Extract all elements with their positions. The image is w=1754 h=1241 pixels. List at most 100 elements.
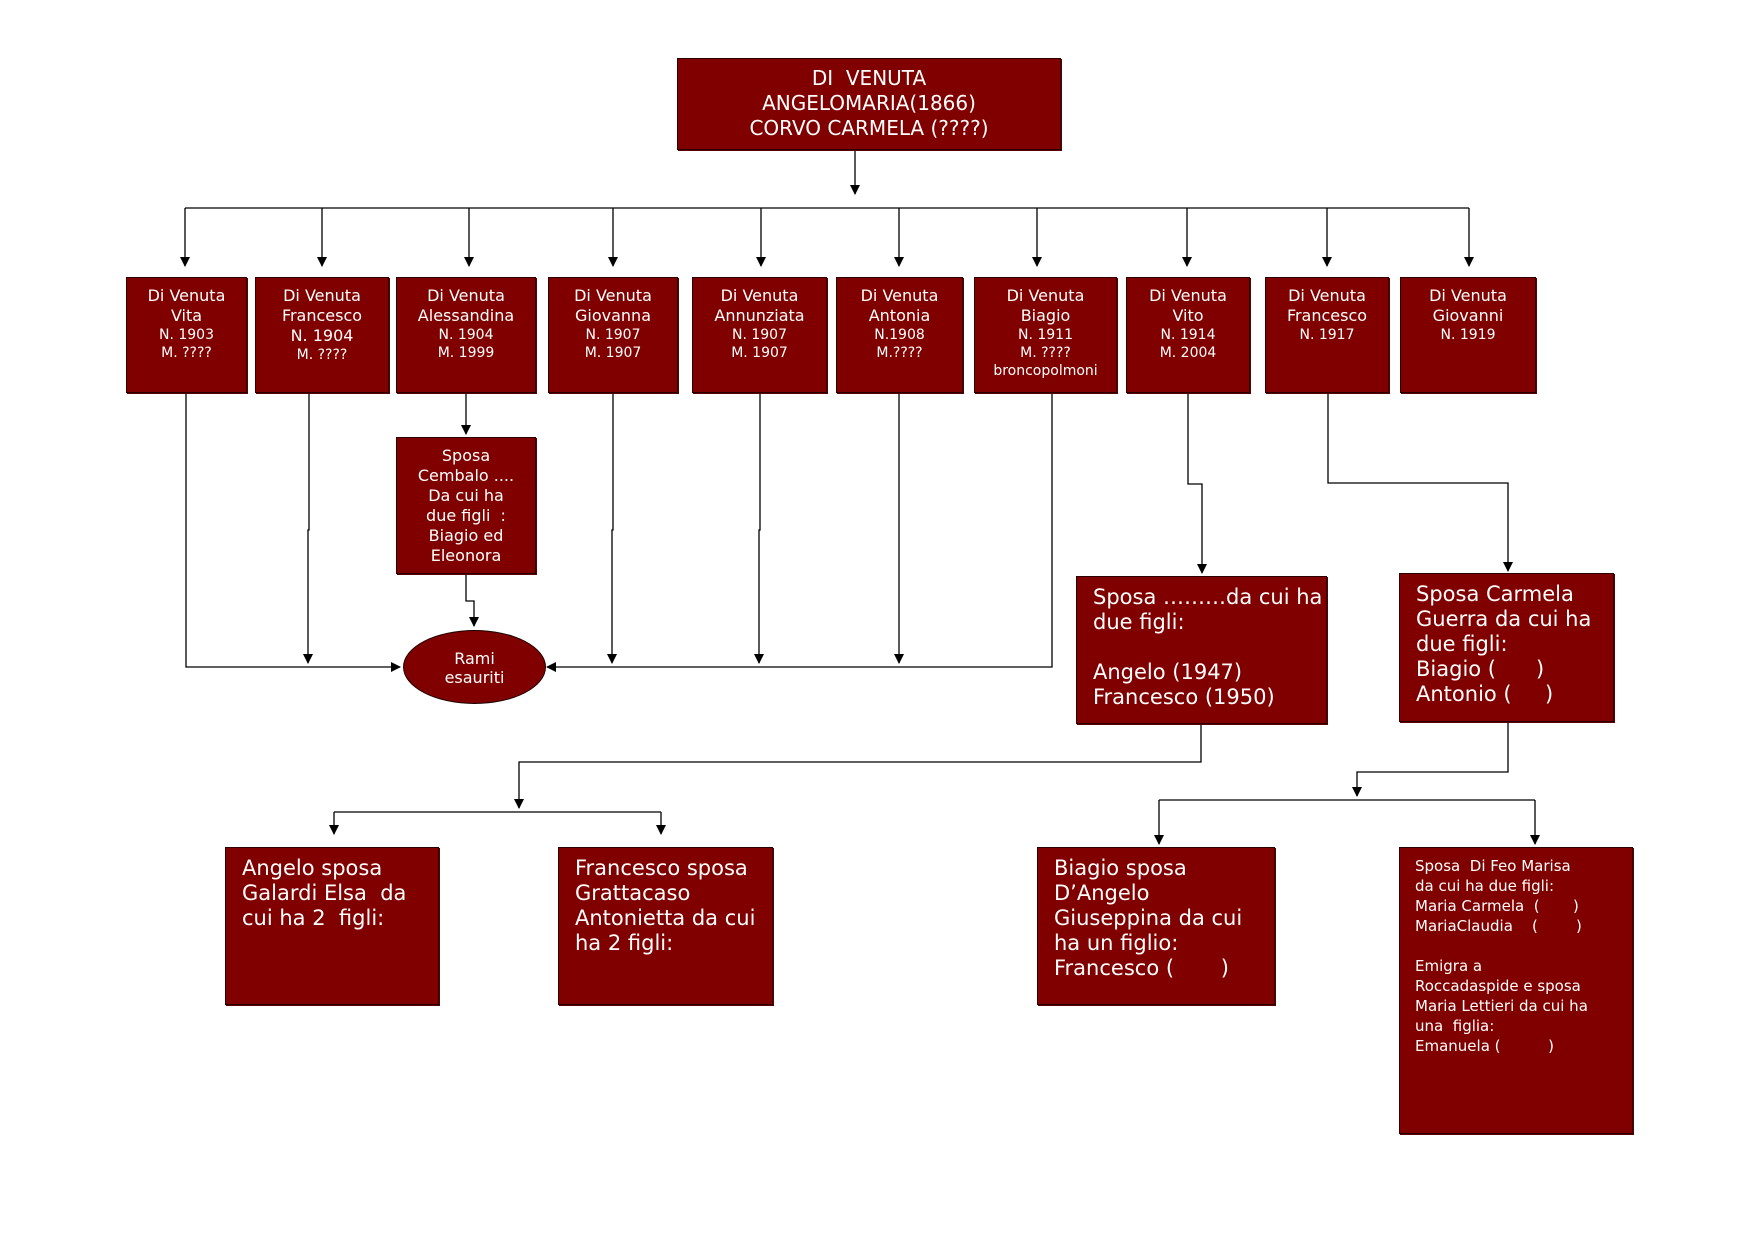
child-box-francesco-1904: Di Venuta Francesco N. 1904 M. ????: [255, 277, 389, 393]
grandchild-box-francesco: Francesco sposa Grattacaso Antonietta da…: [558, 847, 773, 1005]
alessandina-spouse-box: Sposa Cembalo .... Da cui ha due figli :…: [396, 437, 536, 574]
child-line: Vito: [1172, 306, 1204, 325]
vito-to-spouse: [1187, 393, 1207, 574]
child-line: N. 1907: [731, 327, 787, 343]
francesco-spouse-line: due figli:: [1416, 632, 1508, 656]
grandchild-line: ha un figlio:: [1054, 931, 1179, 955]
child-line: Di Venuta: [1149, 286, 1227, 305]
root-line-2: ANGELOMARIA(1866): [762, 91, 976, 115]
child-line: Giovanni: [1432, 306, 1504, 325]
spouse-line: Sposa: [441, 446, 491, 465]
child-box-francesco-1917: Di Venuta Francesco N. 1917: [1265, 277, 1389, 393]
child-line: Antonia: [868, 306, 931, 325]
francesco-spouse-box: Sposa Carmela Guerra da cui ha due figli…: [1399, 573, 1614, 722]
giovanna-down: [607, 393, 617, 664]
grandchild-line: Maria Lettieri da cui ha: [1415, 997, 1588, 1015]
vito-spouse-line: due figli:: [1093, 610, 1185, 634]
child-line: N. 1904: [438, 327, 494, 343]
child-line: M. ????: [296, 347, 348, 363]
child-line: broncopolmoni: [993, 363, 1098, 379]
grandchild-line: da cui ha due figli:: [1415, 877, 1555, 895]
vito-spouse-line: Angelo (1947): [1093, 660, 1243, 684]
child-line: N. 1904: [290, 326, 354, 345]
biagio-to-terminal: [546, 393, 1053, 672]
child-line: N. 1903: [158, 327, 214, 343]
root-line-3: CORVO CARMELA (????): [749, 116, 989, 140]
child-line: M. ????: [1020, 345, 1071, 361]
vito-spouse-bus: [514, 724, 1202, 809]
child-line: Di Venuta: [427, 286, 505, 305]
child-line: N.1908: [874, 327, 925, 343]
grandchild-line: [1415, 936, 1624, 956]
grandchild-line: Galardi Elsa da: [242, 881, 407, 905]
spouse-line: due figli :: [426, 506, 506, 525]
grandchild-line: Grattacaso: [575, 881, 691, 905]
child-line: Annunziata: [714, 306, 805, 325]
grandchild-line: Giuseppina da cui: [1054, 906, 1243, 930]
spouse-to-terminal: [465, 574, 479, 627]
vito-spouse-line: Sposa ………da cui ha: [1093, 585, 1323, 609]
child-box-giovanna: Di Venuta Giovanna N. 1907 M. 1907: [548, 277, 678, 393]
child-line: Di Venuta: [1006, 286, 1085, 305]
child-line: Di Venuta: [720, 286, 799, 305]
child-line: Di Venuta: [1288, 286, 1366, 305]
child-line: N. 1907: [585, 327, 641, 343]
child-line: Francesco: [1286, 306, 1368, 325]
child-line: M. 1907: [731, 345, 788, 361]
vito-spouse-line: [1093, 635, 1316, 660]
child-line: Di Venuta: [574, 286, 652, 305]
child-line: M.????: [876, 345, 923, 361]
francesco-spouse-line: Antonio ( ): [1416, 682, 1554, 706]
vita-to-terminal: [185, 393, 401, 672]
grandchild-box-angelo: Angelo sposa Galardi Elsa da cui ha 2 fi…: [225, 847, 439, 1005]
grandchild-line: Biagio sposa: [1054, 856, 1187, 880]
child-box-alessandina: Di Venuta Alessandina N. 1904 M. 1999: [396, 277, 536, 393]
grandchild-line: Sposa Di Feo Marisa: [1415, 857, 1571, 875]
grandchild-line: D’Angelo: [1054, 881, 1150, 905]
child-box-vito: Di Venuta Vito N. 1914 M. 2004: [1126, 277, 1250, 393]
child-line: Di Venuta: [860, 286, 939, 305]
grandchild-box-biagio: Biagio sposa D’Angelo Giuseppina da cui …: [1037, 847, 1275, 1005]
child-line: Giovanna: [575, 306, 651, 325]
vito-spouse-line: Francesco (1950): [1093, 685, 1275, 709]
annunziata-down: [754, 393, 764, 664]
child-line: Alessandina: [417, 306, 515, 325]
child-line: Vita: [170, 306, 203, 325]
grandchild-box-antonio: Sposa Di Feo Marisa da cui ha due figli:…: [1399, 847, 1633, 1134]
terminal-line: Rami: [454, 649, 495, 668]
child-line: N. 1914: [1160, 327, 1216, 343]
francesco-spouse-bus: [1352, 722, 1509, 797]
child-line: N. 1919: [1440, 327, 1496, 343]
child-line: M. 1907: [584, 345, 642, 361]
child-line: M. 2004: [1159, 345, 1217, 361]
root-box: DI VENUTA ANGELOMARIA(1866) CORVO CARMEL…: [677, 58, 1061, 150]
francesco-spouse-line: Sposa Carmela: [1416, 582, 1574, 606]
child-box-biagio: Di Venuta Biagio N. 1911 M. ???? broncop…: [974, 277, 1117, 393]
grandchild-line: Maria Carmela ( ): [1415, 897, 1579, 915]
grandchild-line: Francesco sposa: [575, 856, 748, 880]
child-line: M. ????: [161, 345, 212, 361]
child-box-vita: Di Venuta Vita N. 1903 M. ????: [126, 277, 247, 393]
vito-spouse-box: Sposa ………da cui ha due figli: Angelo (19…: [1076, 576, 1327, 724]
francesco-spouse-line: Biagio ( ): [1416, 657, 1545, 681]
francesco-1904-down: [303, 393, 313, 664]
spouse-line: Cembalo ....: [417, 466, 515, 485]
grandchild-line: Francesco ( ): [1054, 956, 1229, 980]
grandchild-line: Roccadaspide e sposa: [1415, 977, 1581, 995]
grandchild-line: Emanuela ( ): [1415, 1037, 1555, 1055]
spouse-line: Da cui ha: [428, 486, 504, 505]
grandchild-line: Emigra a: [1415, 957, 1483, 975]
grandchild-line: ha 2 figli:: [575, 931, 674, 955]
grandchild-line: una figlia:: [1415, 1017, 1495, 1035]
child-box-giovanni: Di Venuta Giovanni N. 1919: [1400, 277, 1536, 393]
child-line: Di Venuta: [147, 286, 226, 305]
francesco-1917-to-spouse: [1327, 393, 1513, 572]
spouse-line: Biagio ed: [428, 526, 504, 545]
child-line: N. 1911: [1017, 327, 1073, 343]
child-box-annunziata: Di Venuta Annunziata N. 1907 M. 1907: [692, 277, 827, 393]
spouse-line: Eleonora: [430, 546, 502, 565]
terminal-line: esauriti: [444, 668, 505, 687]
child-line: M. 1999: [437, 345, 495, 361]
child-line: Di Venuta: [1429, 286, 1507, 305]
